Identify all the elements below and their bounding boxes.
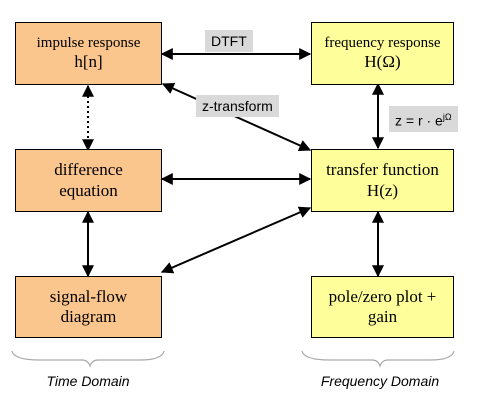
pole-zero-line1: pole/zero plot + [328, 286, 437, 306]
z-substitution-exponent: jΩ [442, 112, 452, 122]
dtft-label: DTFT [205, 30, 253, 52]
brace-frequency-domain [301, 350, 455, 368]
signal-flow-line1: signal-flow [49, 286, 128, 306]
impulse-response-label: impulse response [36, 35, 141, 52]
pole-zero-plot-box: pole/zero plot + gain [311, 276, 454, 338]
transfer-function-label: transfer function [326, 160, 439, 180]
arrow-signal-flow-transfer [160, 206, 312, 274]
transfer-function-box: transfer function H(z) [311, 149, 454, 212]
time-domain-label: Time Domain [46, 373, 130, 389]
z-substitution-text: z = r · e [395, 112, 443, 129]
transfer-function-symbol: H(z) [366, 180, 399, 200]
impulse-response-box: impulse response h[n] [15, 22, 162, 85]
difference-equation-line2: equation [59, 180, 118, 200]
brace-time-domain [11, 350, 165, 368]
pole-zero-line2: gain [367, 307, 398, 326]
impulse-response-symbol: h[n] [74, 52, 103, 72]
frequency-response-label: frequency response [324, 35, 441, 52]
frequency-response-box: frequency response H(Ω) [311, 22, 454, 85]
z-transform-label: z-transform [196, 95, 279, 117]
frequency-domain-label: Frequency Domain [320, 373, 440, 389]
arrow-impulse-transfer [161, 82, 312, 152]
z-substitution-label: z = r · ejΩ [389, 106, 458, 132]
difference-equation-box: difference equation [15, 149, 162, 212]
signal-flow-diagram-box: signal-flow diagram [15, 276, 162, 338]
frequency-response-symbol: H(Ω) [364, 52, 401, 72]
difference-equation-line1: difference [54, 160, 123, 180]
signal-flow-line2: diagram [60, 307, 117, 326]
